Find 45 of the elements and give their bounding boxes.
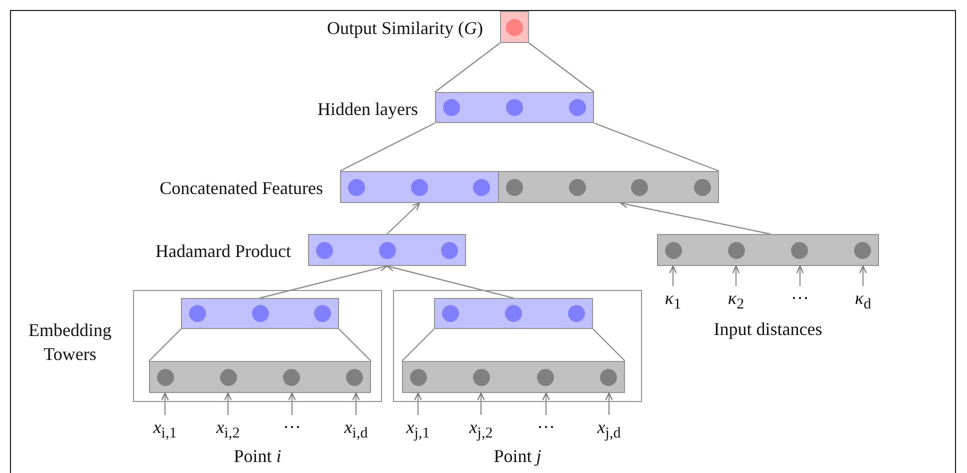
- layer-box: [149, 361, 371, 393]
- tower-label: Point j: [494, 445, 542, 467]
- arrow: [288, 392, 296, 415]
- arrow: [542, 392, 550, 415]
- connector-line: [340, 122, 436, 172]
- layer-label: Hadamard Product: [156, 240, 291, 262]
- variable-label: κ$_{d}$: [838, 286, 888, 310]
- connector-line: [592, 328, 626, 362]
- arrow: [477, 392, 485, 415]
- arrow: [161, 392, 169, 415]
- variable-label: κ$_{1}$: [648, 286, 698, 310]
- variable-label: x$_{j,d}$: [584, 415, 634, 439]
- layer-label: Hidden layers: [318, 98, 418, 120]
- variable-label: ⋯: [267, 415, 317, 439]
- arrow: [605, 392, 613, 415]
- connector-line: [434, 42, 500, 92]
- arrow: [224, 392, 232, 415]
- variable-label: x$_{i,1}$: [140, 415, 190, 439]
- section-label: Embedding Towers: [28, 319, 112, 366]
- arrow: [859, 265, 867, 286]
- arrow: [386, 202, 420, 234]
- arrow: [669, 265, 677, 286]
- layer-box: [402, 361, 625, 393]
- arrow: [732, 265, 740, 286]
- variable-label: x$_{i,d}$: [331, 415, 381, 439]
- connector-line: [528, 42, 594, 92]
- layer-box: [434, 298, 593, 329]
- arrow: [260, 264, 388, 299]
- arrow: [796, 265, 804, 286]
- variable-label: x$_{j,2}$: [456, 415, 506, 439]
- arrow: [352, 392, 360, 415]
- arrow: [386, 264, 514, 299]
- tower-label: Point i: [234, 445, 282, 467]
- layer-box: [181, 298, 339, 329]
- layer-label: Input distances: [714, 318, 822, 340]
- arrow: [414, 392, 422, 415]
- variable-label: ⋯: [521, 415, 571, 439]
- layer-label: Output Similarity (G): [327, 17, 483, 39]
- connector-line: [594, 122, 720, 172]
- layer-label: Concatenated Features: [160, 177, 323, 199]
- variable-label: ⋯: [775, 286, 825, 310]
- variable-label: x$_{j,1}$: [393, 415, 443, 439]
- variable-label: x$_{i,2}$: [203, 415, 253, 439]
- variable-label: κ$_{2}$: [711, 286, 761, 310]
- arrow: [620, 200, 770, 235]
